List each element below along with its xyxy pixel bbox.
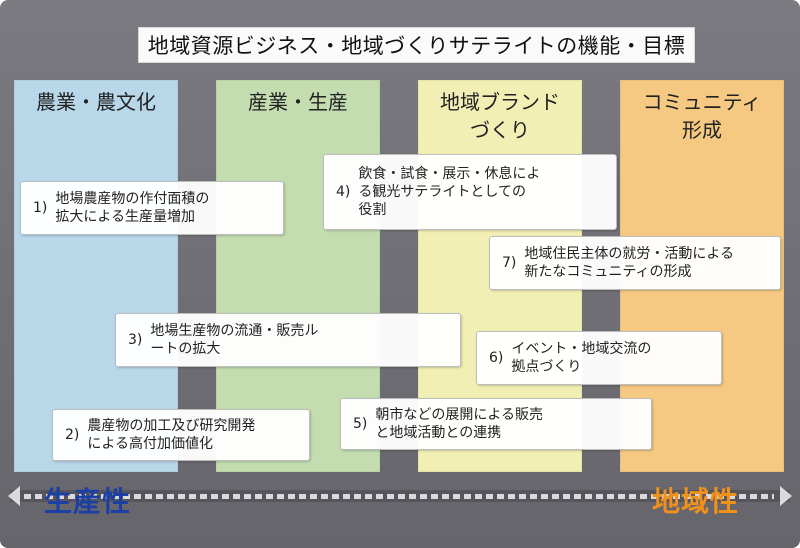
axis-label-locality: 地域性 <box>652 485 740 518</box>
function-box-2: 2) 農産物の加工及び研究開発 による高付加価値化 <box>52 409 310 461</box>
column-header: コミュニティ 形成 <box>642 90 762 142</box>
arrow-left-icon <box>8 486 20 506</box>
function-box-5: 5) 朝市などの展開による販売 と地域活動との連携 <box>340 398 652 450</box>
function-text: 朝市などの展開による販売 と地域活動との連携 <box>375 407 543 441</box>
column-header: 産業・生産 <box>248 90 348 114</box>
function-box-1: 1) 地場農産物の作付面積の 拡大による生産量増加 <box>20 181 284 235</box>
function-box-7: 7) 地域住民主体の就労・活動による 新たなコミュニティの形成 <box>489 236 781 290</box>
function-box-3: 3) 地場生産物の流通・販売ル ートの拡大 <box>115 313 461 367</box>
function-number: 5) <box>353 416 368 432</box>
function-number: 7) <box>502 255 517 271</box>
function-number: 2) <box>65 427 80 443</box>
function-box-4: 4) 飲食・試食・展示・休息によ る観光サテライトとしての 役割 <box>323 154 617 230</box>
function-number: 3) <box>128 332 143 348</box>
function-text: 農産物の加工及び研究開発 による高付加価値化 <box>87 418 256 452</box>
function-text: 地場農産物の作付面積の 拡大による生産量増加 <box>55 191 210 225</box>
function-number: 4) <box>336 184 351 200</box>
function-number: 1) <box>33 200 48 216</box>
column-header: 地域ブランド づくり <box>440 90 560 142</box>
function-box-6: 6) イベント・地域交流の 拠点づくり <box>476 331 722 385</box>
function-text: イベント・地域交流の 拠点づくり <box>511 341 652 375</box>
arrow-right-icon <box>780 486 792 506</box>
column-header: 農業・農文化 <box>36 90 156 114</box>
axis-bar <box>0 477 800 517</box>
function-text: 地域住民主体の就労・活動による 新たなコミュニティの形成 <box>524 246 734 280</box>
axis-label-productivity: 生産性 <box>44 485 132 518</box>
axis-dashes <box>24 494 774 499</box>
function-text: 飲食・試食・展示・休息によ る観光サテライトとしての 役割 <box>358 166 541 218</box>
diagram-title: 地域資源ビジネス・地域づくりサテライトの機能・目標 <box>138 27 695 63</box>
function-text: 地場生産物の流通・販売ル ートの拡大 <box>150 323 319 357</box>
column-agriculture: 農業・農文化 <box>14 80 178 472</box>
function-number: 6) <box>489 350 504 366</box>
